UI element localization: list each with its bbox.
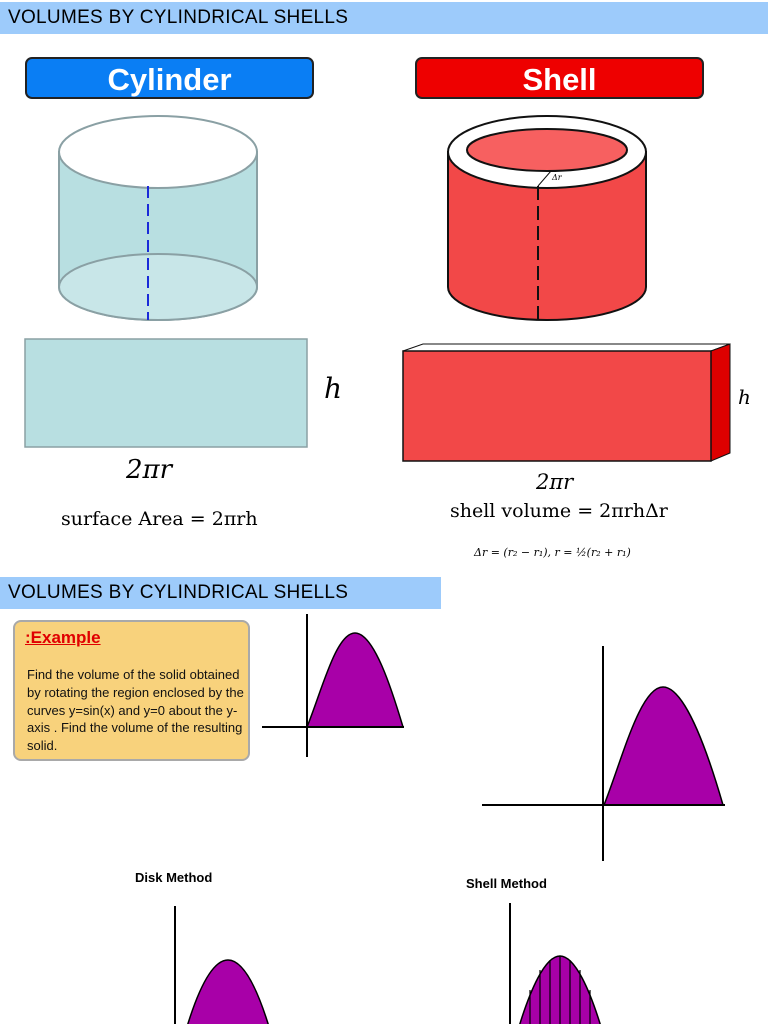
radius-relation-formula: Δr = (r₂ − r₁), r = ½(r₂ + r₁) <box>474 546 631 559</box>
section-title: VOLUMES BY CYLINDRICAL SHELLS <box>8 582 349 603</box>
shell-heading: Shell <box>415 57 704 99</box>
cylinder-heading: Cylinder <box>25 57 314 99</box>
cylinder-width-label: 2πr <box>126 455 173 485</box>
cylinder-height-label: h <box>324 372 343 405</box>
example-title: :Example <box>25 628 101 647</box>
disk-method-label: Disk Method <box>135 870 213 885</box>
delta-r-label: Δr <box>552 173 562 182</box>
shell-volume-formula: shell volume = 2πrhΔr <box>450 500 668 522</box>
header-banner: VOLUMES BY CYLINDRICAL SHELLS <box>0 2 768 34</box>
shell-height-label: h <box>738 385 751 409</box>
shell-method-label: Shell Method <box>466 876 547 891</box>
page-title: VOLUMES BY CYLINDRICAL SHELLS <box>8 7 349 28</box>
cylinder-illustration <box>24 115 731 462</box>
example-box: :Example Find the volume of the solid ob… <box>13 620 250 761</box>
section-banner: VOLUMES BY CYLINDRICAL SHELLS <box>0 577 441 609</box>
shell-width-label: 2πr <box>536 470 574 494</box>
surface-area-formula: surface Area = 2πrh <box>61 508 258 530</box>
example-text: Find the volume of the solid obtained by… <box>27 667 244 754</box>
